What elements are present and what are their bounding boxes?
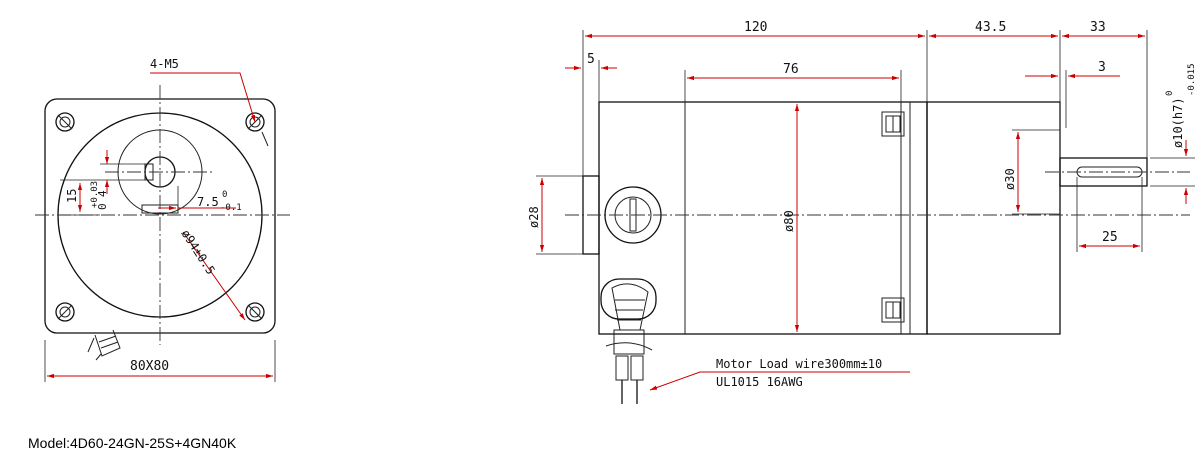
model-label: Model:4D60-24GN-25S+4GN40K	[28, 435, 237, 451]
shaft-tol-lower: -0.015	[1187, 63, 1197, 96]
key-4-label: 4	[96, 190, 109, 197]
key-0-label: 0	[96, 203, 109, 210]
motor-body	[598, 101, 928, 335]
shaft-length-label: 33	[1090, 20, 1106, 35]
mount-hole	[55, 302, 75, 322]
mount-holes-label: 4-M5	[150, 57, 179, 71]
height-15-label: 15	[65, 189, 79, 203]
wire-bundle	[605, 283, 653, 404]
boss-dia-label: ø30	[1003, 168, 1017, 190]
side-view: 120 43.5 33 5 76 3 ø10(h7) 0 -0.015 ø30	[527, 20, 1197, 404]
key-tolerance-label: +0.03	[90, 181, 100, 208]
front-wire-stub	[87, 329, 121, 361]
rear-boss-dia-label: ø28	[527, 206, 541, 228]
pilot-length-label: 5	[587, 52, 595, 67]
mount-hole	[245, 302, 265, 322]
gearbox-body	[926, 101, 1061, 335]
total-length-label: 120	[744, 20, 767, 35]
key-width-lower: -0.1	[220, 203, 242, 213]
wire-gland	[600, 278, 657, 320]
shaft-tol-upper: 0	[1165, 91, 1175, 96]
key-width-label: 7.5	[197, 195, 219, 209]
wire-note-1: Motor Load wire300mm±10	[716, 357, 882, 371]
key-length-label: 25	[1102, 230, 1118, 245]
mount-hole	[55, 112, 75, 132]
key-width-upper: 0	[222, 190, 227, 200]
shoulder-label: 3	[1098, 60, 1106, 75]
front-view: 4-M5 15 +0.03 4 0 7.5 0 -0.1 ø94±0.5 80X…	[35, 57, 290, 382]
gearbox-length-label: 43.5	[975, 20, 1006, 35]
wire-note-2: UL1015 16AWG	[716, 375, 803, 389]
shaft-dia-label: ø10(h7)	[1171, 97, 1185, 148]
pcd-label: ø94±0.5	[178, 227, 217, 277]
screw	[881, 111, 905, 137]
shaft-keyway	[1076, 166, 1143, 178]
body-dia-label: ø80	[782, 210, 796, 232]
body-length-label: 76	[783, 62, 799, 77]
screw	[881, 297, 905, 323]
flange-size-label: 80X80	[130, 359, 169, 374]
